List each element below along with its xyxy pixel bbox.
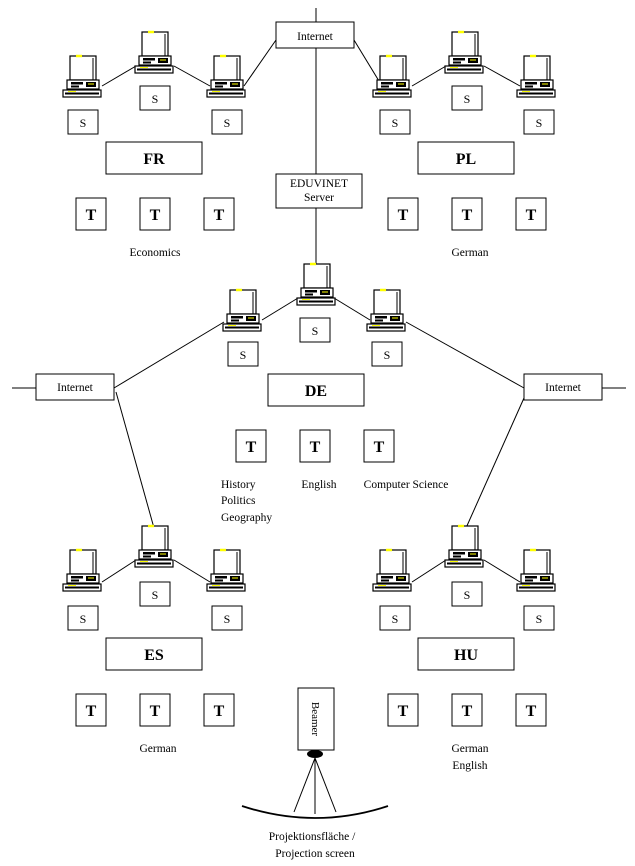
cluster-es: S S S ES T T T German [62,524,246,755]
computer-icon [62,548,102,592]
student-label: S [152,92,159,106]
server-label-line1: EDUVINET [290,178,348,190]
student-label: S [536,612,543,626]
computer-icon [516,54,556,98]
computer-icon [206,548,246,592]
screen-label-line1: Projektionsfläche / [269,831,356,843]
screen-label-line2: Projection screen [275,848,355,860]
teacher-label: T [310,439,321,456]
cluster-hu: S S S HU T T T German English [372,524,556,772]
subject-label: German [451,247,488,259]
computer-icon [62,54,102,98]
internet-box-left: Internet [35,373,115,401]
teacher-label: T [214,207,225,224]
subject-label: English [301,479,336,491]
computer-icon [134,30,174,74]
teacher-label: T [86,703,97,720]
subject-label: Politics [221,495,256,507]
cluster-fr: S S S FR T T T Economics [62,30,246,259]
teacher-label: T [246,439,257,456]
beamer: Beamer [293,687,337,814]
student-label: S [224,612,231,626]
teacher-label: T [150,207,161,224]
teacher-label: T [374,439,385,456]
teacher-label: T [526,207,537,224]
student-label: S [536,116,543,130]
student-label: S [392,116,399,130]
country-label-es: ES [144,647,164,664]
internet-label-right: Internet [545,382,582,394]
internet-box-right: Internet [523,373,603,401]
computer-icon [134,524,174,568]
cluster-pl: S S S PL T T T German [372,30,556,259]
computer-icon [516,548,556,592]
student-label: S [80,116,87,130]
server-label-line2: Server [304,192,334,204]
computer-icon [372,548,412,592]
computer-icon [444,524,484,568]
student-label: S [312,324,319,338]
teacher-label: T [214,703,225,720]
internet-label-top: Internet [297,31,334,43]
teacher-label: T [398,207,409,224]
subject-label: German [139,743,176,755]
subject-label: Economics [129,247,181,259]
computer-icon [372,54,412,98]
eduvinet-server-box: EDUVINET Server [275,173,363,209]
country-label-fr: FR [143,151,165,168]
connections [12,8,626,583]
country-label-pl: PL [456,151,476,168]
projection-screen: Projektionsfläche / Projection screen [241,805,389,860]
teacher-label: T [462,207,473,224]
student-label: S [152,588,159,602]
internet-label-left: Internet [57,382,94,394]
teacher-label: T [398,703,409,720]
subject-label: Computer Science [364,479,449,491]
student-label: S [384,348,391,362]
subject-label: English [452,760,487,772]
computer-icon [206,54,246,98]
student-label: S [80,612,87,626]
teacher-label: T [526,703,537,720]
beamer-label: Beamer [309,702,321,737]
teacher-label: T [86,207,97,224]
student-label: S [392,612,399,626]
subject-label: History [221,479,256,491]
country-label-hu: HU [454,647,478,664]
computer-icon [296,262,336,306]
student-label: S [464,92,471,106]
cluster-de: S S S DE T T T History Politics Geograph… [221,262,449,524]
computer-icon [366,288,406,332]
country-label-de: DE [305,383,327,400]
computer-icon [444,30,484,74]
beamer-lens-icon [307,750,323,758]
student-label: S [240,348,247,362]
subject-label: Geography [221,512,272,524]
internet-box-top: Internet [275,21,355,49]
computer-icon [222,288,262,332]
student-label: S [464,588,471,602]
teacher-label: T [462,703,473,720]
teacher-label: T [150,703,161,720]
student-label: S [224,116,231,130]
subject-label: German [451,743,488,755]
